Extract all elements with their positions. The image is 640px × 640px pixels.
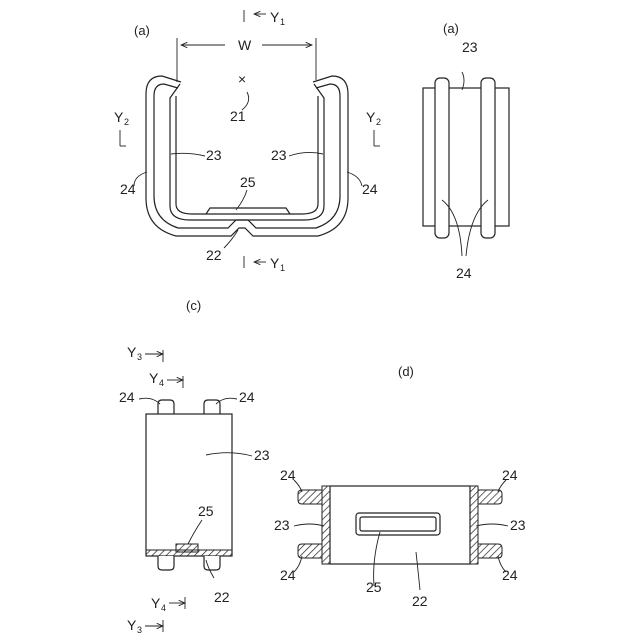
leader-25-top: [236, 190, 247, 210]
label-25-top: 25: [240, 174, 256, 190]
label-23-right: 23: [271, 147, 287, 163]
window-25: [356, 513, 440, 535]
y3-top-sub: 3: [137, 352, 142, 362]
label-24-right: 24: [362, 181, 378, 197]
panel-c-section: (c) Y 3 Y 4 24 24 23 25 2: [119, 298, 270, 635]
leader-23-side: [462, 72, 464, 90]
leader-24-left: [134, 172, 147, 186]
leader-23-d-left: [294, 524, 324, 526]
y1-bottom-sub: 1: [280, 263, 285, 273]
section-mark-y3-top: Y 3: [127, 344, 163, 362]
wall-left: [322, 486, 330, 564]
section-mark-y4-top: Y 4: [149, 370, 183, 388]
side-rib-left: [435, 78, 449, 238]
panel-a-side-view: (a) 23 24: [423, 21, 509, 281]
y1-top-letter: Y: [270, 9, 280, 25]
center-mark: ×: [238, 71, 246, 87]
y3-bottom-letter: Y: [127, 617, 137, 633]
label-24-d-tr: 24: [502, 467, 518, 483]
y1-top-sub: 1: [280, 17, 285, 27]
tab-bottom-left: [158, 556, 174, 570]
section-mark-y2-left: Y 2: [114, 109, 129, 146]
label-22-d: 22: [412, 593, 428, 609]
section-mark-y4-bottom: Y 4: [151, 595, 185, 613]
section-mark-y2-right: Y 2: [366, 109, 381, 146]
y3-top-letter: Y: [127, 344, 137, 360]
label-25-c: 25: [198, 503, 214, 519]
label-23-side: 23: [462, 39, 478, 55]
label-24-d-bl: 24: [280, 567, 296, 583]
section-mark-y1-top: Y 1: [244, 9, 285, 27]
label-24-c-left: 24: [119, 389, 135, 405]
section-mark-y3-bottom: Y 3: [127, 617, 163, 635]
leader-24-right: [347, 172, 362, 186]
caption-d: (d): [398, 364, 414, 379]
section-c-body: [146, 414, 232, 556]
label-23-c: 23: [254, 447, 270, 463]
y2-left-letter: Y: [114, 109, 124, 125]
side-rib-right: [481, 78, 495, 238]
y4-top-sub: 4: [159, 378, 164, 388]
width-label: W: [238, 37, 252, 53]
pad-25: [206, 208, 290, 214]
leader-25-d: [374, 532, 380, 586]
label-23-d-left: 23: [274, 517, 290, 533]
y3-bottom-sub: 3: [137, 625, 142, 635]
width-dimension: W: [177, 37, 316, 82]
caption-c: (c): [186, 298, 201, 313]
label-21: 21: [230, 108, 246, 124]
window-25-inner: [360, 517, 436, 531]
label-24-side: 24: [456, 265, 472, 281]
section-d-body: [330, 486, 470, 564]
label-24-left: 24: [120, 181, 136, 197]
caption-a-right: (a): [443, 21, 459, 36]
label-23-left: 23: [206, 147, 222, 163]
wall-right: [470, 486, 478, 564]
y4-bottom-sub: 4: [161, 603, 166, 613]
u-body-23-inner: [176, 96, 318, 214]
y2-right-sub: 2: [376, 117, 381, 127]
label-24-d-br: 24: [502, 567, 518, 583]
panel-d-section: (d) 24 24 23 23 24 24 25 22: [274, 364, 526, 609]
label-23-d-right: 23: [510, 517, 526, 533]
y4-top-letter: Y: [149, 370, 159, 386]
leader-23-d-right: [476, 524, 508, 526]
section-mark-y1-bottom: Y 1: [244, 255, 285, 273]
tab-d-left-bottom: [298, 544, 322, 558]
leader-22-top: [224, 230, 238, 248]
label-22-top: 22: [206, 247, 222, 263]
label-24-c-right: 24: [239, 389, 255, 405]
y2-right-letter: Y: [366, 109, 376, 125]
tab-d-right-bottom: [478, 544, 502, 558]
leader-22-d: [416, 552, 420, 590]
y4-bottom-letter: Y: [151, 595, 161, 611]
y2-left-sub: 2: [124, 117, 129, 127]
panel-a-cross-section: (a) Y 1 W × 21 Y 2: [114, 9, 381, 273]
y1-bottom-letter: Y: [270, 255, 280, 271]
caption-a-left: (a): [134, 23, 150, 38]
leader-24-c-left: [139, 398, 160, 404]
pad-25-section: [176, 544, 198, 552]
label-25-d: 25: [366, 579, 382, 595]
outer-clip-24-inner: [154, 84, 340, 228]
label-24-d-tl: 24: [280, 467, 296, 483]
label-22-c: 22: [214, 589, 230, 605]
